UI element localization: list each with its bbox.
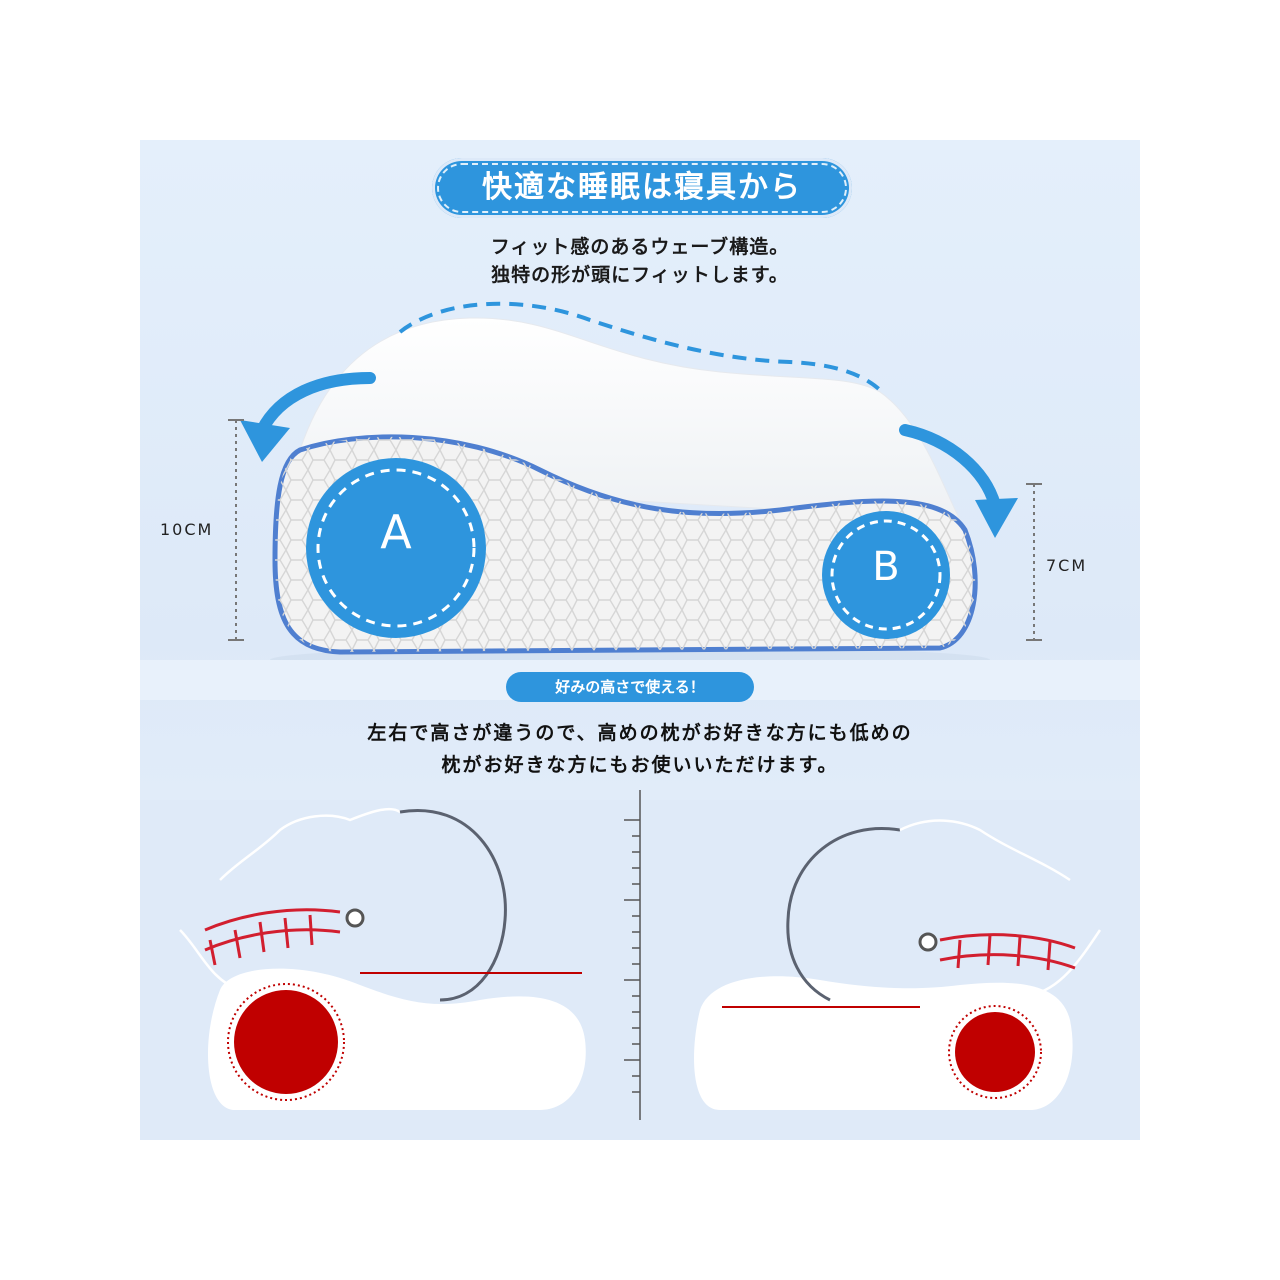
height-a-dimension [228, 419, 244, 641]
curved-arrow-right-icon [899, 424, 1018, 538]
left-head-outline [179, 807, 401, 992]
side-b-label: B [872, 544, 900, 590]
left-pillow [208, 968, 586, 1110]
caption-line-2: 枕がお好きな方にもお使いいただけます。 [441, 754, 839, 776]
caption-line-1: 左右で高さが違うので、高めの枕がお好きな方にも低めの [367, 722, 913, 744]
title-badge [432, 158, 852, 218]
left-skull-line [399, 809, 507, 1002]
side-b-marker [822, 511, 950, 639]
curved-arrow-left-icon [240, 372, 376, 462]
side-a-label: A [380, 505, 412, 559]
right-head-outline [899, 819, 1102, 997]
subtitle-line-1: フィット感のあるウェーブ構造。 [490, 236, 790, 258]
spine-icon [939, 933, 1076, 971]
spine-icon [204, 908, 341, 966]
page-title: 快適な睡眠は寝具から [482, 170, 802, 205]
height-b-label: 7CM [1046, 556, 1088, 575]
subtitle-line-2: 独特の形が頭にフィットします。 [491, 264, 789, 286]
height-b-dimension [1026, 483, 1042, 641]
height-a-label: 10CM [160, 520, 214, 539]
ruler [624, 790, 641, 1120]
side-a-marker [306, 458, 486, 638]
wave-outline [398, 301, 882, 392]
right-skull-line [786, 827, 901, 1002]
right-pillow [694, 976, 1073, 1110]
usage-badge: 好みの高さで使える！ [506, 672, 754, 702]
